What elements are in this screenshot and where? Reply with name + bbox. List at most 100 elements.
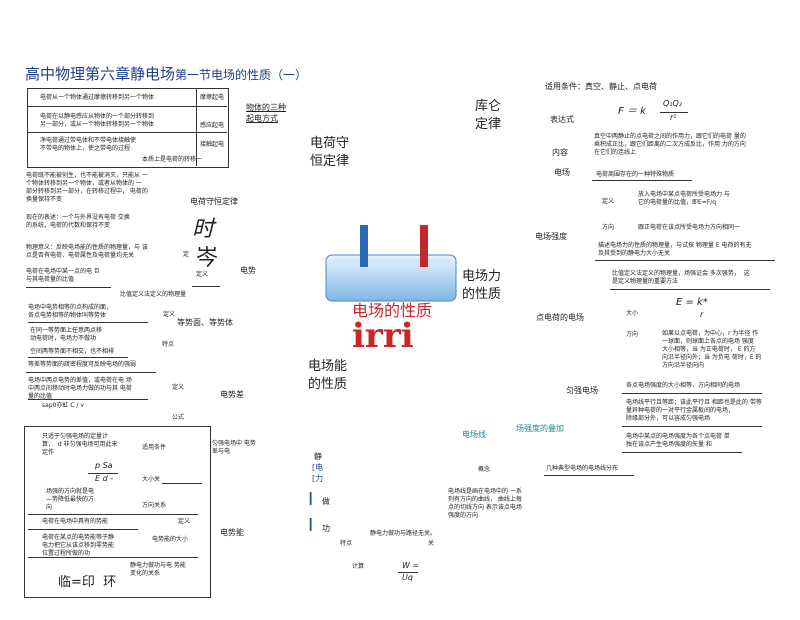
formula-E: E = k*: [676, 297, 708, 308]
underline: [162, 483, 202, 484]
point-direction: 如果以点电荷，为中心，r 为半径 作 一球面，则球面上各点的电场 强度 大小相等…: [662, 330, 762, 370]
title-sub: 第一节电场的性质（一）: [175, 68, 308, 82]
center-big-text: irri: [352, 316, 414, 356]
feature-label: 特点: [162, 341, 175, 348]
condition-label: 适用条件: [142, 444, 167, 451]
field-line-text: 电场线是画在电场中的 一系 列有方向的曲线， 曲线上每 点的切线方向 表示该点电…: [448, 488, 522, 520]
underline: [595, 260, 775, 261]
direction-label: 方向: [602, 224, 615, 231]
static-label: 静: [314, 452, 322, 461]
electrification-box: [27, 88, 229, 168]
concept-label: 概念: [478, 466, 491, 473]
potential-diff-formula: sap0亦虹 C / v: [42, 402, 84, 409]
size-relation: 大小关: [142, 476, 161, 483]
work-char-2: 功: [322, 524, 330, 533]
formula-fraction-top: p Sa: [95, 461, 113, 470]
coulomb-title: 库仑 定律: [475, 99, 502, 132]
equipotential-text4: 等差等势面的疏密程度可反映电场的强弱: [28, 361, 137, 368]
formula-F-bot: r²: [670, 113, 677, 122]
friction-text: 电荷从一个物体通过摩擦转移到另一个物体: [40, 94, 155, 101]
battery-illustration: [325, 225, 457, 302]
expression-label: 表达式: [550, 115, 574, 124]
underline: [26, 372, 156, 373]
superposition-label: 场强度的叠加: [516, 424, 564, 433]
size-label: 大小: [626, 310, 639, 317]
uniform-field-label: 匀强电场: [566, 386, 598, 395]
ways-label: 物体的三种 起电方式: [246, 103, 286, 123]
conservation-branch: 电荷守恒定律: [190, 197, 238, 206]
potential-energy-def: 电荷在电场中具有的势能: [42, 518, 109, 525]
ratio-text: 比值定义法定义的物理量，场强证会 多次强势， 这 是定义物理量的重要方法: [612, 270, 750, 286]
potential-energy-size-text: 电荷在某点的电势能等于静 电力把它从该点移到零势能 位置过程所做的功: [42, 534, 115, 558]
underline: [622, 452, 742, 453]
potential-energy-size: 电势能的大小: [152, 536, 189, 543]
formula-fraction-bot: E d -: [95, 474, 114, 483]
def-label-2: 定义: [172, 384, 185, 391]
strength-meaning: 描述电场力的性质的物理量，与试探 物理量 E 电荷的有无 及其受到的静电力大小无…: [598, 242, 752, 258]
content-text: 真空中两静止的点电荷之间的作用力，跟它们的电荷 量的 乘积成正比，跟它们距离的二…: [594, 133, 746, 157]
potential-energy-label: 电势能: [220, 528, 244, 537]
energy-nature: 电场能 的性质: [308, 359, 348, 392]
superposition-text: 电场中某点的电场强度为各个点电荷 单 独在该点产生电场强度的矢量 和: [626, 433, 730, 449]
underline: [622, 426, 762, 427]
underline: [192, 286, 220, 287]
direction-text-right: 跟正电荷在该点所受电场力方向相同一: [638, 224, 741, 231]
big-char-2: 岑: [196, 246, 219, 271]
formula-E-bot: r: [700, 310, 704, 319]
contact-label: 接触起电: [200, 141, 225, 148]
formula-F-top: Q₁Q₂: [663, 99, 683, 108]
formula-W-bot: Uq: [402, 573, 413, 582]
calc-label: 计算: [352, 563, 365, 570]
induction-label: 感应起电: [200, 122, 225, 129]
fraction-bar: [398, 572, 418, 573]
formula-F: F ＝ k: [618, 106, 646, 117]
def-text: 放入电场中某点电荷所受电场力 与 它的电荷量的比值，即E=F/q: [638, 191, 730, 207]
underline: [28, 322, 148, 323]
uniform-applicability: 只适于匀强电场的定量计 算， d 非匀强电场可用此来 定作: [42, 433, 118, 457]
equipotential-text3: 空间两等势面不相交，也不相排: [30, 348, 115, 355]
potential-diff-label: 电势差: [220, 390, 244, 399]
underline: [26, 287, 111, 288]
equipotential-label: 等势面、等势体: [177, 318, 233, 327]
ding-label-2: 定义: [196, 271, 209, 278]
applicable-conditions: 适用条件：真空、静止、点电荷: [545, 82, 657, 91]
potential-def: 电荷在电场中某一点的电 巨 与其电荷量的比值: [26, 268, 100, 284]
conservation-text1: 电荷既不能被创生，也不能被消灭，只能从 一 个物体转移到另一个物体，或者从物体的…: [26, 172, 148, 204]
underline: [28, 399, 148, 400]
big-char-1: 时: [192, 217, 215, 242]
underline: [592, 180, 692, 181]
direction-label-2: 方向: [626, 331, 639, 338]
conservation-title: 电荷守 恒定律: [310, 136, 350, 169]
formula-W: W =: [402, 561, 420, 570]
fraction-bar: [88, 473, 118, 474]
fraction-bar: [660, 112, 688, 113]
typical-fields: 几种典型电场的电场线分布: [546, 465, 619, 472]
conservation-text2: 现在的表述：一个与外界没有电荷 交换 的系统，电荷的代数和保持不变: [26, 214, 130, 230]
underline: [610, 289, 770, 290]
bottom-formula: 临=印 环: [58, 575, 117, 590]
contact-text: 净电荷通过带电体和不带电体接触使 不带电的物体上，使之带电的过程: [40, 137, 137, 153]
uniform-text2: 电场线平行且等距；该此平行且 相距也是此的 带等 量异种电荷的一对平行金属板间的…: [626, 399, 762, 423]
content-label: 内容: [552, 148, 568, 157]
ratio-def: 比值定义法定义的物理量: [120, 291, 187, 298]
row-divider: [28, 514, 198, 515]
underline: [544, 475, 634, 476]
formula-label: 公式: [172, 414, 185, 421]
uniform-relation: 匀强电场中 电势 差与电: [212, 440, 256, 456]
bracket-1: I: [308, 489, 314, 510]
def-label-4: 定义: [602, 198, 615, 205]
center-title: 电场的性质: [352, 301, 433, 320]
electric-force-label: [电 [力: [312, 463, 324, 483]
row-divider: [27, 106, 227, 107]
page-title: 高中物理第六章静电场第一节电场的性质（一）: [25, 64, 307, 84]
feature-label-3: 特点: [340, 540, 353, 547]
underline: [28, 357, 128, 358]
title-main: 高中物理第六章静电场: [25, 65, 176, 83]
electrification-footer: 本质上是电荷的转移一: [142, 156, 203, 163]
direction-text: 场强的方向就是电 —势降低最快的方 向: [46, 488, 95, 512]
ding-label: 定: [183, 251, 190, 258]
uniform-text1: 各点电场强度的大小相等、方向相同的电场: [626, 382, 741, 389]
row-divider: [28, 557, 198, 558]
point-field-label: 点电荷的电场: [536, 313, 584, 322]
direction-relation: 方向关系: [142, 502, 167, 509]
